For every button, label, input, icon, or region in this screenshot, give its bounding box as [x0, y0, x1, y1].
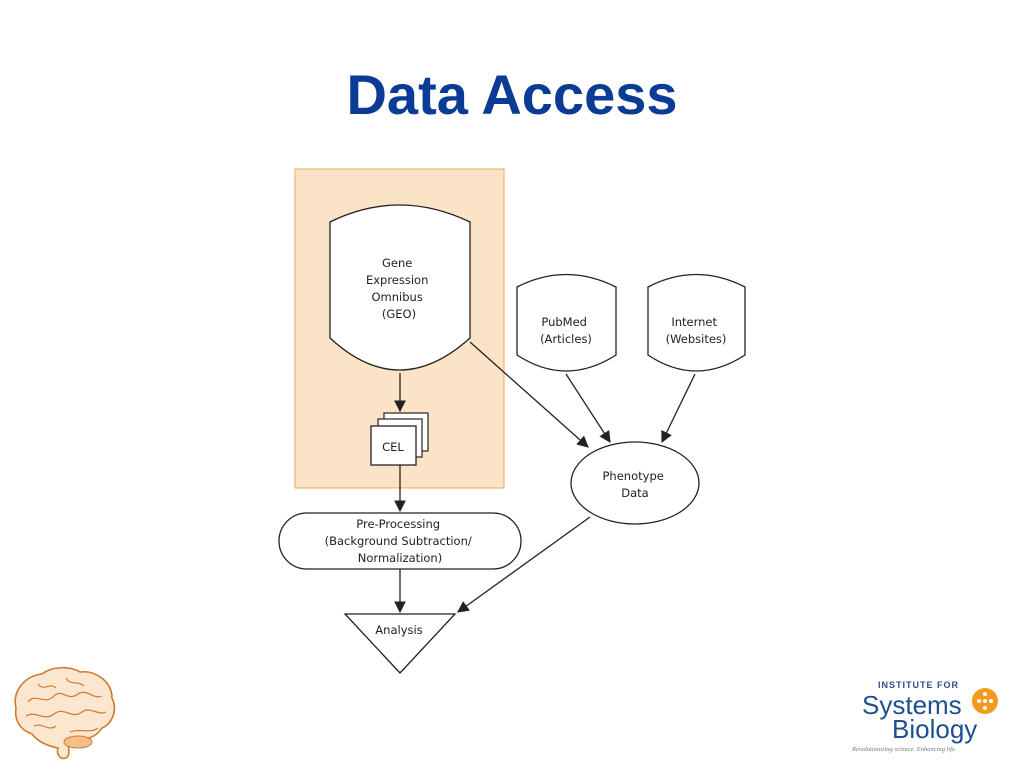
internet-database-shape	[647, 273, 746, 372]
pubmed-label: PubMed (Articles)	[540, 315, 592, 346]
arrow-pubmed-to-phenotype	[565, 373, 611, 443]
cel-label: CEL	[382, 440, 404, 454]
geo-database-shape	[329, 204, 471, 371]
cel-files-stack	[370, 412, 429, 466]
analysis-node	[343, 613, 457, 674]
phenotype-node	[570, 441, 700, 525]
isb-dots-icon	[972, 688, 998, 714]
isb-biology-text: Biology	[892, 714, 978, 744]
geo-label: Gene Expression Omnibus (GEO)	[366, 256, 432, 321]
arrow-geo-to-phenotype	[469, 341, 589, 448]
arrow-phenotype-to-analysis	[457, 516, 591, 613]
internet-label: Internet (Websites)	[666, 315, 727, 346]
slide-title: Data Access	[346, 63, 678, 126]
brain-icon	[14, 666, 116, 760]
isb-institute-text: INSTITUTE FOR	[878, 680, 959, 690]
isb-logo: INSTITUTE FOR Systems Biology Revolution…	[848, 678, 1018, 762]
phenotype-label: Phenotype Data	[603, 469, 668, 500]
analysis-label: Analysis	[375, 623, 422, 637]
preprocessing-label: Pre-Processing (Background Subtraction/ …	[325, 517, 476, 565]
arrow-internet-to-phenotype	[661, 373, 696, 444]
pubmed-database-shape	[516, 273, 617, 372]
isb-tagline: Revolutionizing science. Enhancing life.	[852, 746, 957, 753]
isb-systems-text: Systems	[862, 690, 962, 720]
